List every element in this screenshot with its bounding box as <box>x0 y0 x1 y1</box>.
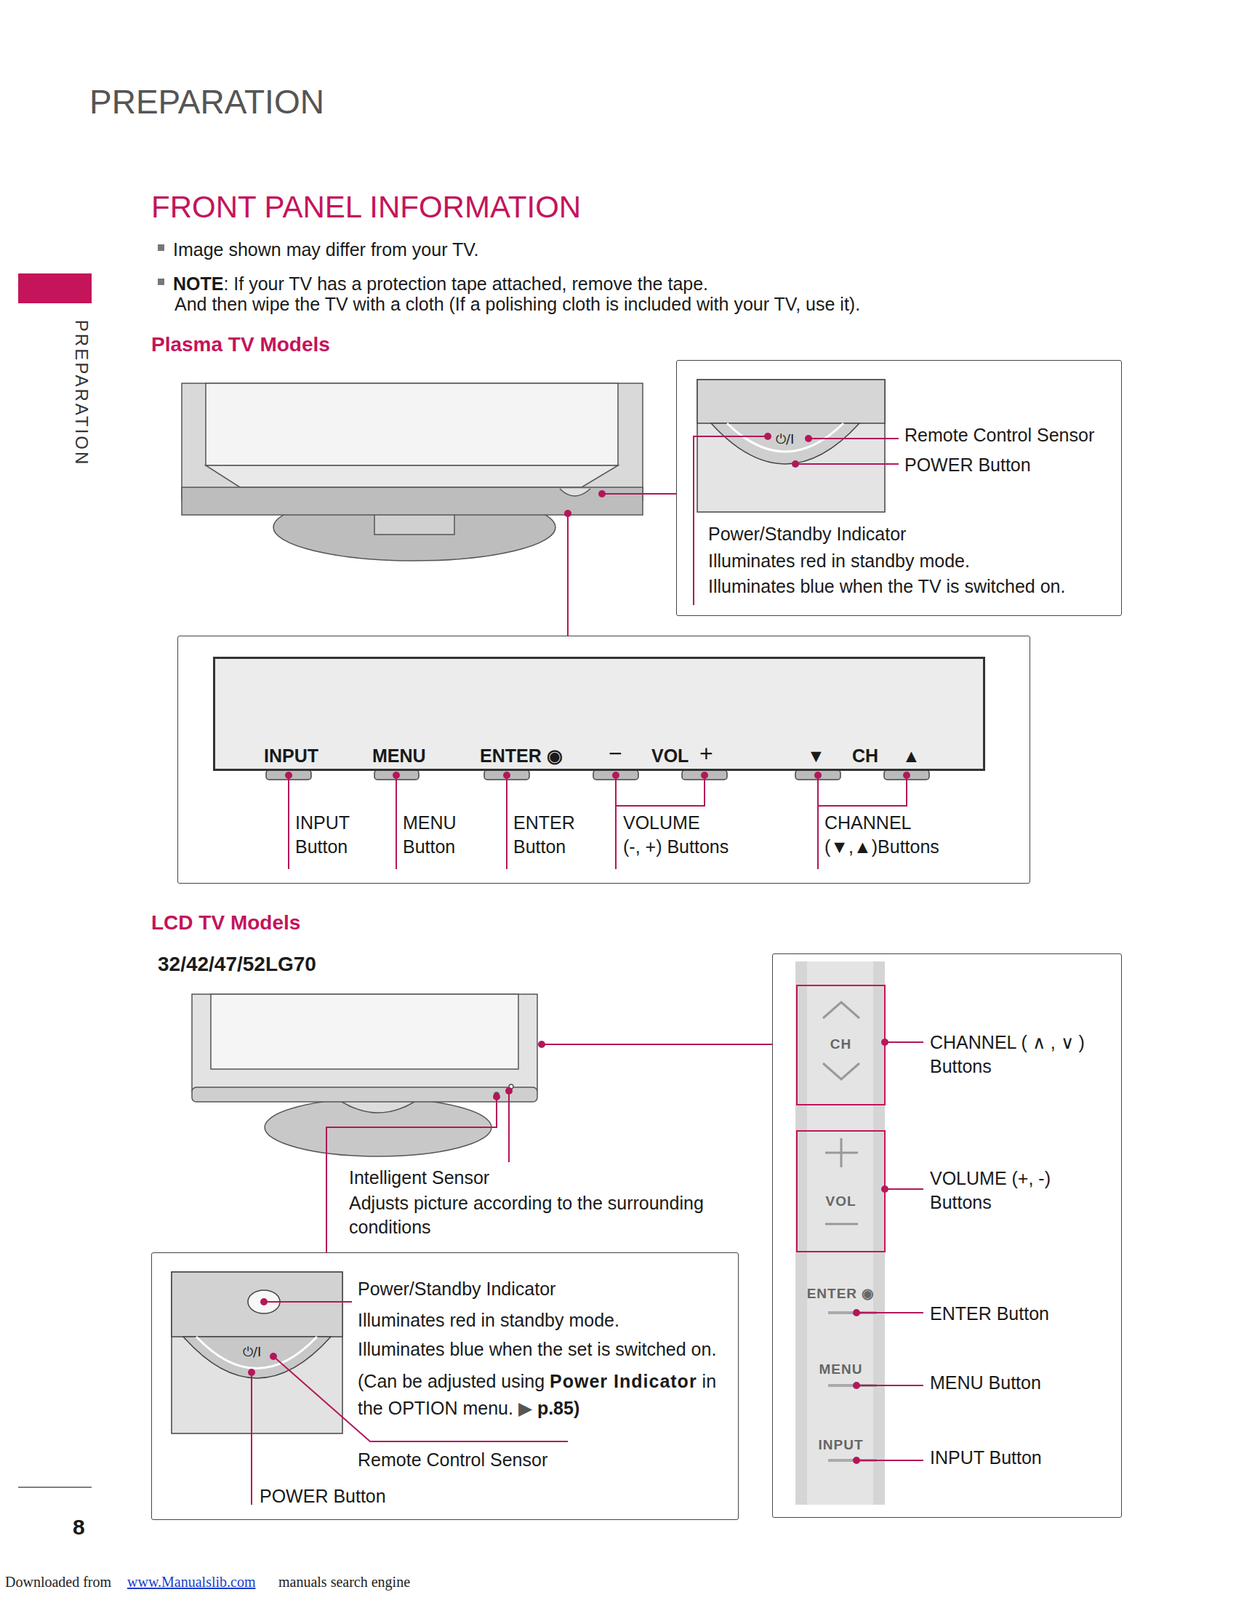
body-text: p.85) <box>537 1397 580 1418</box>
lcd-power-detail <box>171 1271 343 1434</box>
body-text: MENU Button <box>929 1370 1042 1395</box>
button-label: ENTER ◉ <box>796 1284 886 1303</box>
button-label: CH <box>796 1035 886 1054</box>
button-label: CH <box>852 743 879 768</box>
body-text: ▶ <box>518 1397 533 1418</box>
side-tab-label: PREPARATION <box>69 298 93 488</box>
body-text: Illuminates red in standby mode. <box>708 548 970 573</box>
body-text: POWER Button <box>904 452 1031 477</box>
channel-button-group: CH <box>796 984 886 1106</box>
plasma-power-detail <box>697 379 885 512</box>
footer-text: Downloaded from <box>5 1571 112 1591</box>
plasma-tv-drawing <box>181 383 643 561</box>
button-label: ▲ <box>902 743 921 768</box>
footer-text: manuals search engine <box>278 1571 411 1591</box>
button-label: − <box>608 741 623 765</box>
body-text: Power Indicator <box>549 1370 698 1391</box>
button-label: + <box>699 741 714 765</box>
button-label: MENU <box>796 1360 886 1379</box>
body-text: Intelligent Sensor <box>348 1165 490 1190</box>
body-text: : If your TV has a protection tape attac… <box>223 271 709 296</box>
footer-text: www.Manualslib.com <box>127 1571 256 1591</box>
body-text: CHANNEL ( ∧ , ∨ )Buttons <box>929 1030 1085 1078</box>
body-text: Power/Standby Indicator <box>708 522 906 547</box>
text-block: (Can be adjusted using Power Indicator i… <box>357 1367 740 1422</box>
page-decor <box>18 244 165 1487</box>
body-text: VOLUME(-, +) Buttons <box>623 810 729 858</box>
body-text: Illuminates red in standby mode. <box>357 1307 620 1332</box>
body-text: MENUButton <box>402 810 457 858</box>
body-text: Remote Control Sensor <box>357 1447 548 1472</box>
model-name: 32/42/47/52LG70 <box>157 950 317 978</box>
body-text: NOTE <box>173 271 224 296</box>
callout-box: ⏻/I Power/Standby IndicatorIlluminates re… <box>151 1251 739 1520</box>
button-callout-box: INPUTButton MENUButton ENTERButton VOLUME(-… <box>177 635 1031 884</box>
body-text: CHANNEL(▼,▲)Buttons <box>824 810 940 858</box>
power-symbol: ⏻/I <box>242 1342 262 1360</box>
plasma-panel-buttons <box>266 769 930 780</box>
body-text: (Can be adjusted using <box>357 1370 545 1391</box>
button-label: VOL <box>651 743 689 768</box>
subheading: Plasma TV Models <box>151 331 331 358</box>
button-label: MENU <box>372 743 427 768</box>
body-text: ENTERButton <box>513 810 576 858</box>
leader-lines <box>251 436 924 1505</box>
section-title: FRONT PANEL INFORMATION <box>151 187 581 228</box>
body-text: Power/Standby Indicator <box>357 1276 556 1301</box>
power-symbol: ⏻/I <box>775 430 794 448</box>
button-label: INPUT <box>263 743 319 768</box>
body-text: And then wipe the TV with a cloth (If a … <box>174 292 861 317</box>
body-text: Illuminates blue when the TV is switched… <box>708 574 1066 599</box>
lcd-tv-drawing <box>191 993 538 1157</box>
body-text: Adjusts picture according to the surroun… <box>348 1190 704 1239</box>
callout-box: ⏻/I Remote Control SensorPOWER ButtonPowe… <box>676 359 1122 616</box>
body-text: ENTER Button <box>929 1301 1050 1326</box>
side-button-callout: ENTER ◉ MENU INPUT CHANNEL ( ∧ , ∨ )Buttons… <box>772 953 1122 1518</box>
button-label: INPUT <box>796 1435 886 1455</box>
button-label: ▼ <box>807 743 826 768</box>
button-label: VOL <box>796 1192 886 1211</box>
button-label: ENTER ◉ <box>479 743 563 768</box>
page-number: 8 <box>72 1512 86 1541</box>
volume-button-group: VOL <box>796 1129 886 1252</box>
page-header: PREPARATION <box>89 80 325 125</box>
body-text: INPUTButton <box>295 810 350 858</box>
body-text: VOLUME (+, -)Buttons <box>929 1166 1051 1214</box>
front-button-panel: INPUT MENU ENTER ◉ − VOL + ▼ CH ▲ <box>213 656 986 771</box>
body-text: Remote Control Sensor <box>904 423 1095 448</box>
body-text: POWER Button <box>259 1483 387 1508</box>
body-text: Illuminates blue when the set is switche… <box>357 1337 717 1362</box>
body-text: INPUT Button <box>929 1445 1042 1470</box>
subheading: LCD TV Models <box>151 909 301 936</box>
lcd-side-strip <box>795 961 885 1505</box>
body-text: Image shown may differ from your TV. <box>173 237 480 262</box>
